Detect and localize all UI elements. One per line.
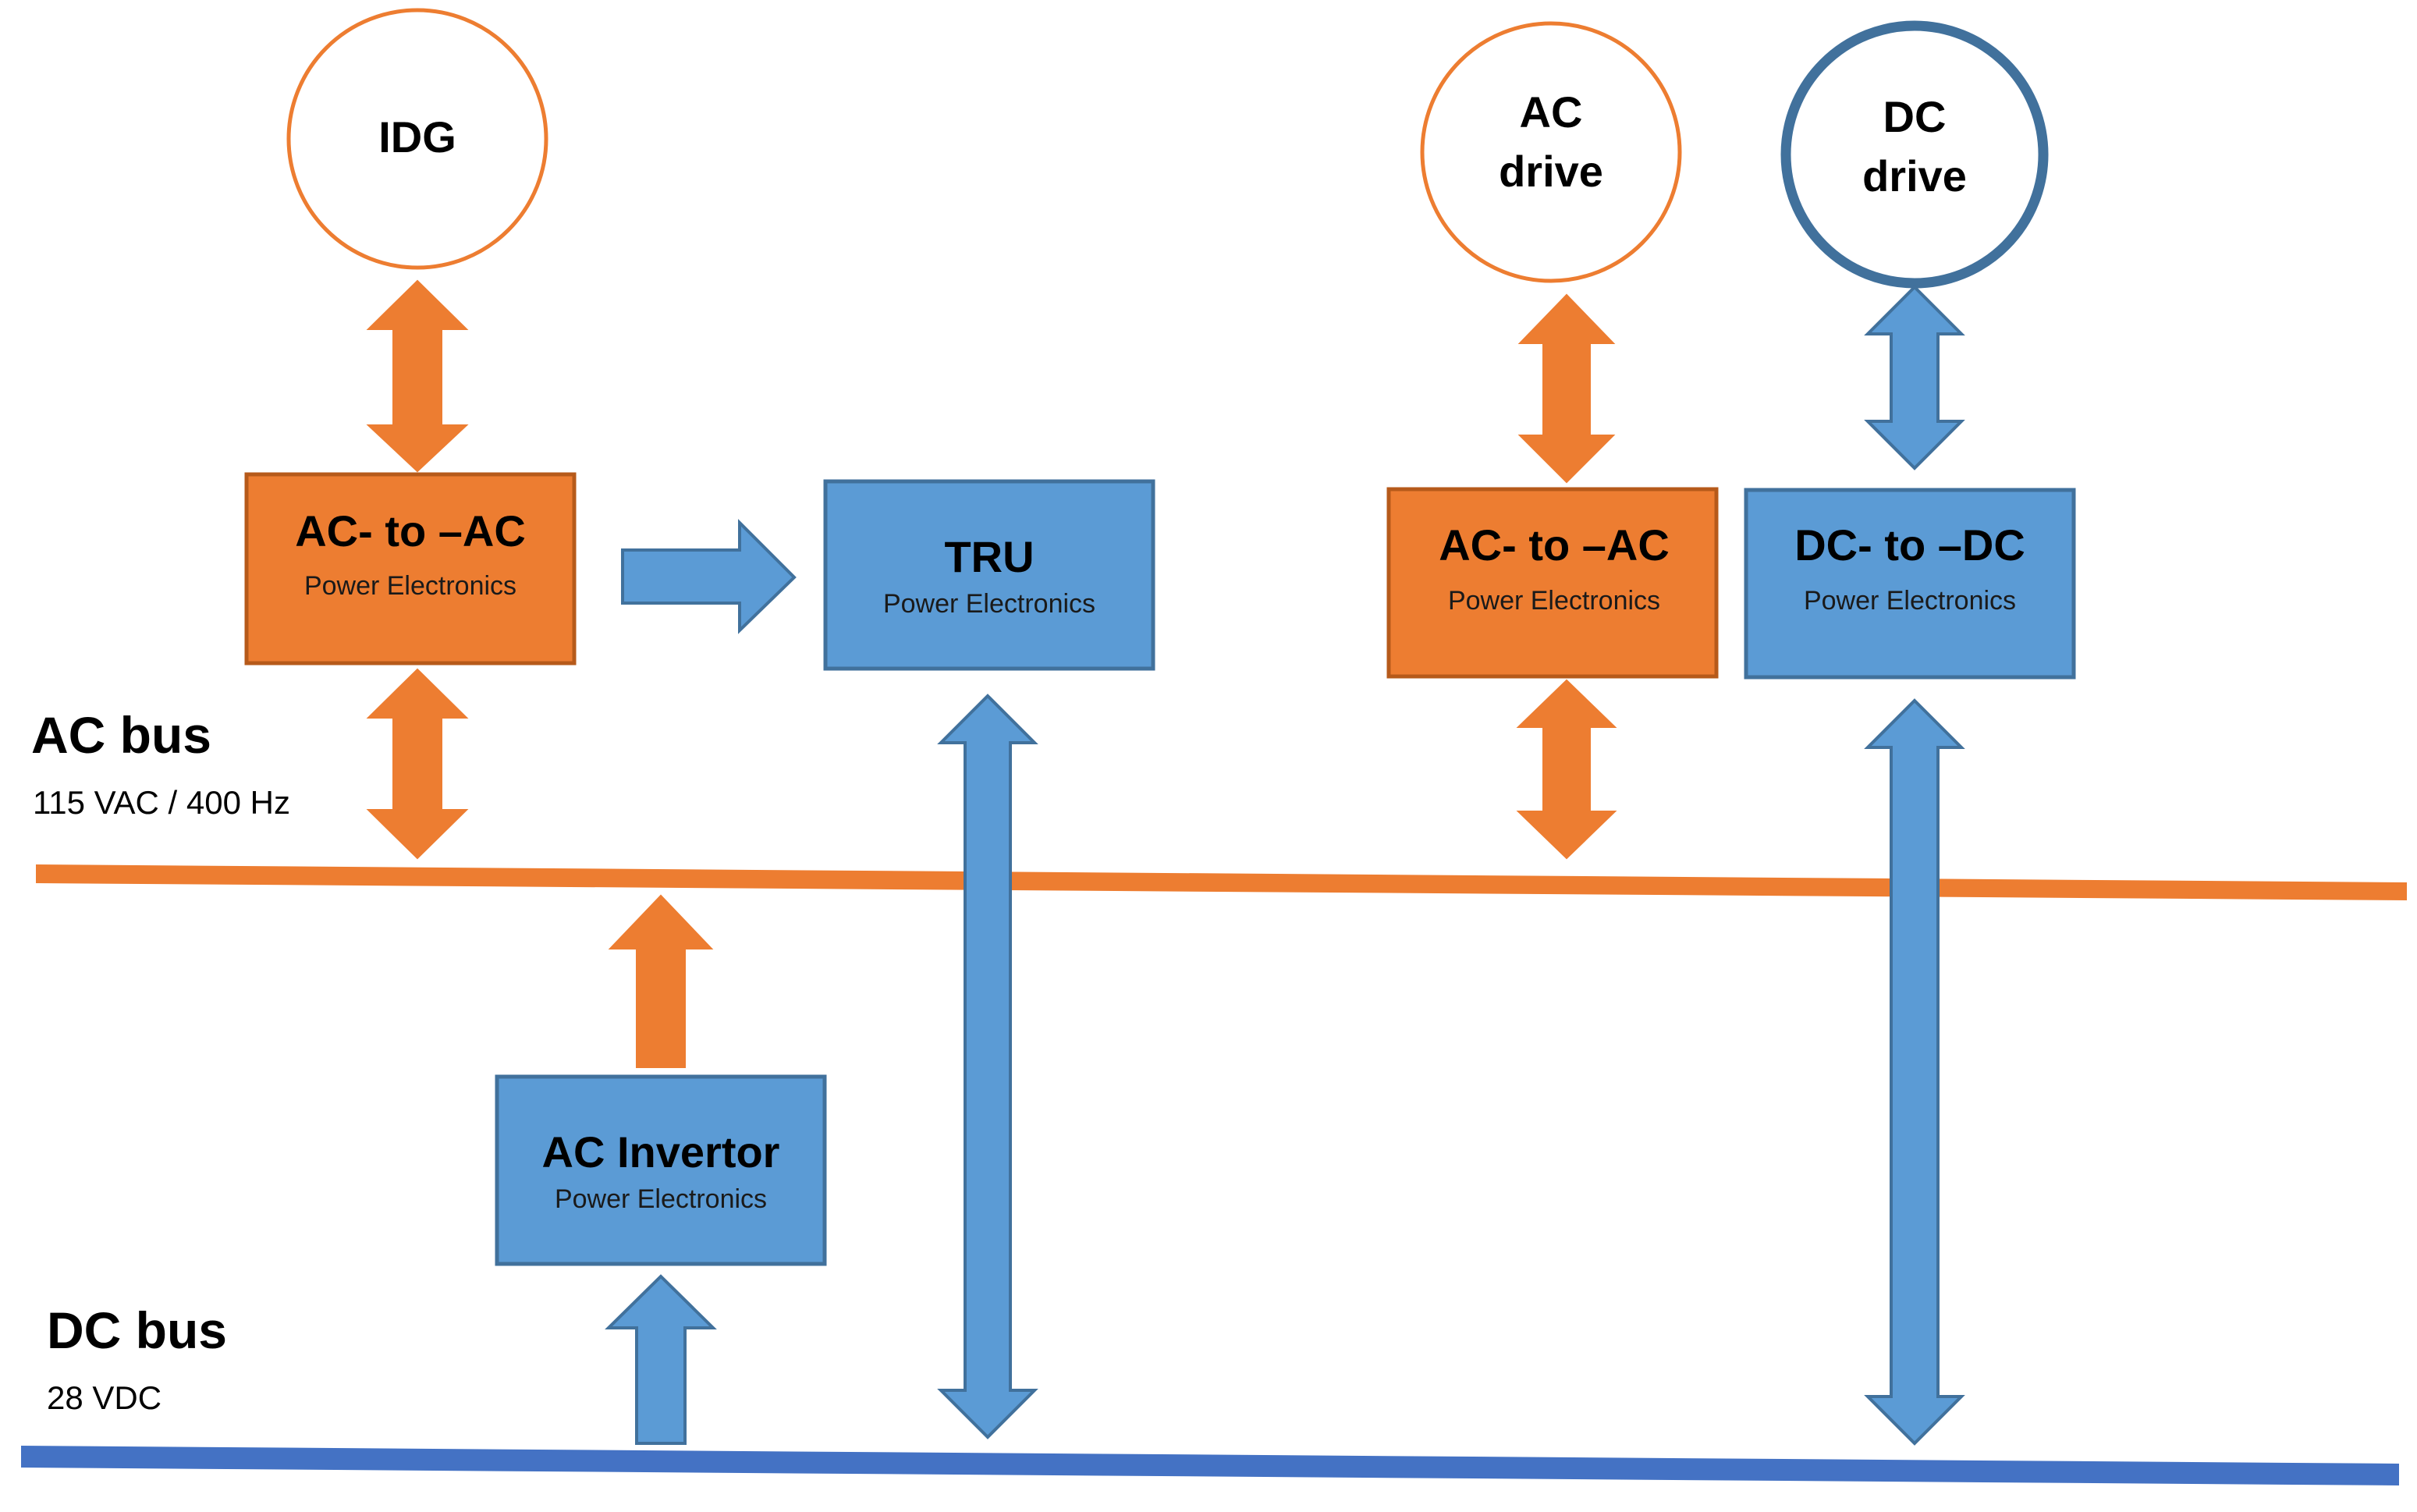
ac-drive-source: AC drive <box>1420 21 1682 283</box>
dc-drive-source: DC drive <box>1780 20 2049 289</box>
idg-source: IDG <box>286 8 548 270</box>
ac-converter-bus-arrow <box>366 668 469 860</box>
idg-converter-arrow <box>366 279 469 473</box>
ac-drive-label-line1: AC <box>1520 87 1583 137</box>
tru-dc-bus-arrow <box>937 694 1038 1439</box>
tru-title: TRU <box>944 532 1034 581</box>
dc-to-dc-converter: DC- to –DC Power Electronics <box>1744 488 2076 680</box>
ac-to-ac-left-subtitle: Power Electronics <box>304 571 516 601</box>
tru-subtitle: Power Electronics <box>883 589 1095 619</box>
ac-drive-converter-arrow <box>1517 293 1616 484</box>
ac-bus-label: AC bus <box>31 706 211 764</box>
idg-label: IDG <box>378 112 456 161</box>
dc-to-dc-subtitle: Power Electronics <box>1804 586 2016 616</box>
ac-converter-right-bus-arrow <box>1516 679 1617 860</box>
ac-to-ac-converter-right: AC- to –AC Power Electronics <box>1386 487 1719 679</box>
ac-drive-label-line2: drive <box>1499 147 1603 196</box>
ac-invertor-converter: AC Invertor Power Electronics <box>495 1074 827 1266</box>
ac-to-ac-right-subtitle: Power Electronics <box>1448 586 1660 616</box>
ac-to-ac-right-title: AC- to –AC <box>1439 520 1670 570</box>
dc-drive-label-line1: DC <box>1883 92 1947 141</box>
invertor-ac-bus-arrow <box>608 894 714 1068</box>
dc-bus-line <box>21 1446 2399 1485</box>
tru-converter: TRU Power Electronics <box>823 479 1155 671</box>
dc-bus-invertor-arrow <box>605 1274 717 1445</box>
dc-bus-spec: 28 VDC <box>47 1379 161 1416</box>
dc-to-dc-title: DC- to –DC <box>1794 520 2025 570</box>
dc-drive-converter-arrow <box>1864 285 1965 470</box>
ac-invertor-subtitle: Power Electronics <box>555 1184 767 1214</box>
dc-bus-label: DC bus <box>47 1301 227 1359</box>
ac-to-ac-converter-left: AC- to –AC Power Electronics <box>244 472 577 665</box>
ac-to-ac-left-title: AC- to –AC <box>295 506 526 555</box>
ac-to-tru-arrow <box>621 519 797 634</box>
ac-invertor-title: AC Invertor <box>542 1127 780 1177</box>
dc-drive-label-line2: drive <box>1862 151 1967 201</box>
ac-bus-spec: 115 VAC / 400 Hz <box>33 784 290 821</box>
ac-bus-line <box>36 864 2407 900</box>
dc-converter-bus-arrow <box>1864 698 1965 1446</box>
